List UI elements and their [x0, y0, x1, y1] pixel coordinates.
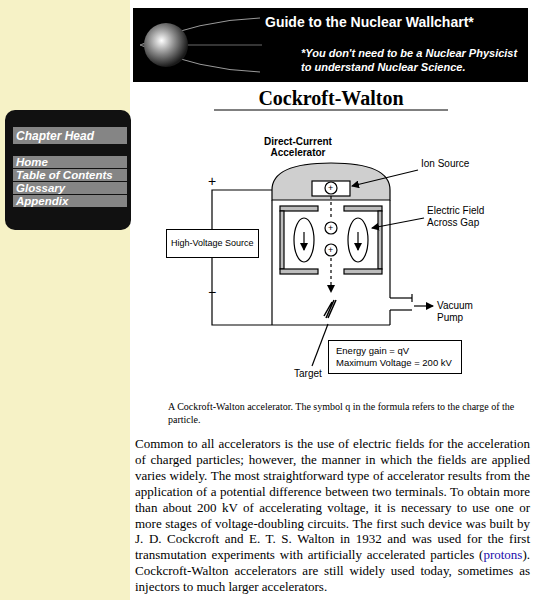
part-label: Target	[294, 368, 322, 380]
nav-button: Home	[13, 156, 127, 168]
title-rule	[214, 110, 448, 111]
node-text: Energy gain = qV	[336, 345, 454, 357]
node-text: Maximum Voltage = 200 kV	[336, 357, 454, 369]
banner-sphere	[140, 18, 262, 72]
diagram-heading: Direct-Current Accelerator	[256, 136, 340, 158]
charge-sign: +	[328, 224, 333, 233]
power-box: High-Voltage Source	[166, 229, 259, 258]
terminal-sign: −	[208, 285, 216, 299]
part-label: Electric Field Across Gap	[427, 205, 489, 229]
formula-box: Energy gain = qVMaximum Voltage = 200 kV	[328, 340, 462, 374]
paragraph-text: Common to all accelerators is the use of…	[135, 436, 530, 562]
sidebar-ground	[0, 0, 130, 600]
accelerator-drawing	[212, 163, 433, 366]
page-title: Cockroft-Walton	[214, 87, 448, 109]
nav-button: Glossary	[13, 182, 127, 194]
banner-heading: Guide to the Nuclear Wallchart*	[265, 14, 474, 31]
charge-sign: +	[328, 184, 333, 193]
nav-button: Appendix	[13, 195, 127, 207]
nav-button: Table of Contents	[13, 169, 127, 181]
nav-panel	[5, 110, 131, 230]
nav-button: Chapter Head	[13, 127, 127, 144]
banner: Guide to the Nuclear Wallchart* *You don'…	[133, 8, 528, 82]
node-text: Home	[16, 157, 48, 168]
link-text: protons	[483, 547, 522, 562]
node-text: Glossary	[16, 183, 65, 194]
content-ground	[130, 0, 538, 600]
charge-sign: +	[328, 246, 333, 255]
banner-band	[133, 8, 528, 82]
body-paragraph: Common to all accelerators is the use of…	[135, 436, 530, 595]
part-label: Vacuum Pump	[437, 300, 497, 324]
node-text: Table of Contents	[16, 170, 113, 181]
banner-tagline: *You don't need to be a Nuclear Physicis…	[301, 46, 523, 74]
figure-caption: A Cockroft-Walton accelerator. The symbo…	[168, 400, 520, 426]
node-text: High-Voltage Source	[171, 238, 254, 249]
node-text: Chapter Head	[16, 128, 94, 144]
node-text: Appendix	[16, 196, 68, 207]
terminal-sign: +	[208, 174, 216, 188]
part-label: Ion Source	[421, 158, 469, 170]
